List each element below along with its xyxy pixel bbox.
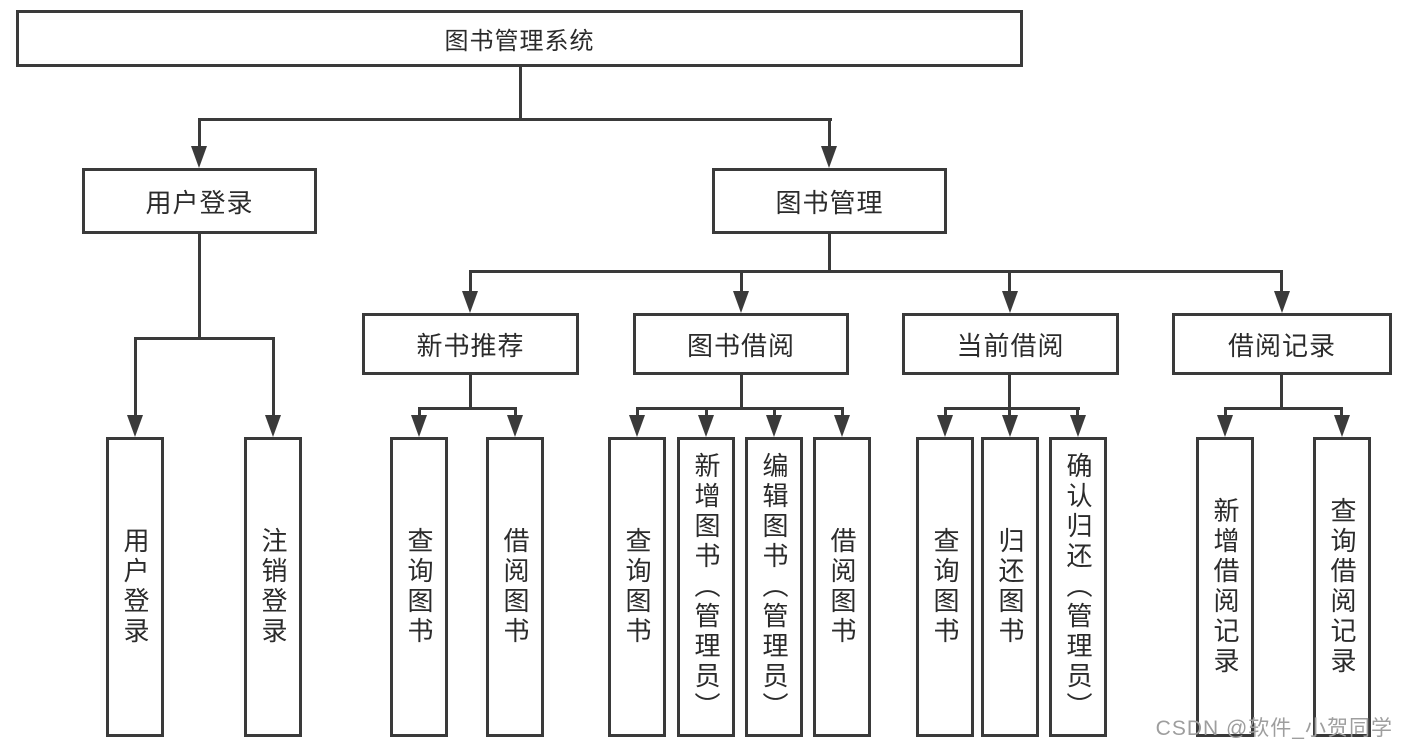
connector-line xyxy=(1008,270,1011,293)
arrow-down-icon xyxy=(1217,415,1233,437)
connector-line xyxy=(740,375,743,407)
connector-line xyxy=(828,118,831,150)
connector-line xyxy=(198,234,201,337)
connector-line xyxy=(198,118,832,121)
arrow-down-icon xyxy=(766,415,782,437)
leaf-borrow-query-books: 查询图书 xyxy=(608,437,666,737)
connector-line xyxy=(514,407,517,417)
leaf-add-borrow-record: 新增借阅记录 xyxy=(1196,437,1254,737)
node-library-management-system: 图书管理系统 xyxy=(16,10,1023,67)
connector-line xyxy=(134,337,137,417)
csdn-watermark: CSDN @软件_小贺同学 xyxy=(1155,717,1393,740)
connector-line xyxy=(944,407,947,417)
connector-line xyxy=(469,270,472,293)
connector-line xyxy=(272,337,275,417)
node-new-book-recommendation: 新书推荐 xyxy=(362,313,579,375)
connector-line xyxy=(740,270,743,293)
connector-line xyxy=(1224,407,1343,410)
connector-line xyxy=(519,67,522,118)
leaf-user-login-label: 用户登录 xyxy=(120,527,150,647)
leaf-borrow-lend-books-label: 借阅图书 xyxy=(827,527,857,647)
leaf-add-books-admin-label: 新增图书（管理员） xyxy=(691,452,721,722)
connector-line xyxy=(1008,375,1011,407)
leaf-query-borrow-record-label: 查询借阅记录 xyxy=(1327,497,1357,677)
connector-line xyxy=(418,407,421,417)
arrow-down-icon xyxy=(191,146,207,168)
leaf-edit-books-admin: 编辑图书（管理员） xyxy=(745,437,803,737)
arrow-down-icon xyxy=(698,415,714,437)
arrow-down-icon xyxy=(733,291,749,313)
arrow-down-icon xyxy=(1002,415,1018,437)
connector-line xyxy=(944,407,1080,410)
connector-line xyxy=(1340,407,1343,417)
arrow-down-icon xyxy=(462,291,478,313)
leaf-user-login: 用户登录 xyxy=(106,437,164,737)
connector-line xyxy=(1008,407,1011,417)
node-user-login: 用户登录 xyxy=(82,168,317,234)
leaf-rec-query-books-label: 查询图书 xyxy=(404,527,434,647)
leaf-borrow-query-books-label: 查询图书 xyxy=(622,527,652,647)
connector-line xyxy=(773,407,776,417)
arrow-down-icon xyxy=(507,415,523,437)
node-book-management: 图书管理 xyxy=(712,168,947,234)
connector-line xyxy=(198,118,201,150)
arrow-down-icon xyxy=(1334,415,1350,437)
arrow-down-icon xyxy=(411,415,427,437)
leaf-edit-books-admin-label: 编辑图书（管理员） xyxy=(759,452,789,722)
arrow-down-icon xyxy=(265,415,281,437)
connector-line xyxy=(1224,407,1227,417)
connector-line xyxy=(418,407,517,410)
arrow-down-icon xyxy=(834,415,850,437)
leaf-logout-label: 注销登录 xyxy=(258,527,288,647)
arrow-down-icon xyxy=(1274,291,1290,313)
leaf-rec-borrow-books-label: 借阅图书 xyxy=(500,527,530,647)
arrow-down-icon xyxy=(1070,415,1086,437)
arrow-down-icon xyxy=(629,415,645,437)
connector-line xyxy=(469,270,1283,273)
leaf-borrow-lend-books: 借阅图书 xyxy=(813,437,871,737)
node-book-borrowing: 图书借阅 xyxy=(633,313,849,375)
arrow-down-icon xyxy=(127,415,143,437)
leaf-query-borrow-record: 查询借阅记录 xyxy=(1313,437,1371,737)
connector-line xyxy=(1280,270,1283,293)
connector-line xyxy=(636,407,639,417)
node-current-borrowing: 当前借阅 xyxy=(902,313,1119,375)
arrow-down-icon xyxy=(937,415,953,437)
leaf-add-borrow-record-label: 新增借阅记录 xyxy=(1210,497,1240,677)
leaf-add-books-admin: 新增图书（管理员） xyxy=(677,437,735,737)
leaf-rec-query-books: 查询图书 xyxy=(390,437,448,737)
connector-line xyxy=(134,337,275,340)
arrow-down-icon xyxy=(821,146,837,168)
leaf-return-books: 归还图书 xyxy=(981,437,1039,737)
leaf-return-books-label: 归还图书 xyxy=(995,527,1025,647)
leaf-current-query-books: 查询图书 xyxy=(916,437,974,737)
connector-line xyxy=(841,407,844,417)
connector-line xyxy=(636,407,844,410)
connector-line xyxy=(1280,375,1283,407)
connector-line xyxy=(828,234,831,270)
connector-line xyxy=(705,407,708,417)
connector-line xyxy=(1076,407,1079,417)
node-borrowing-records: 借阅记录 xyxy=(1172,313,1392,375)
connector-line xyxy=(469,375,472,407)
leaf-logout: 注销登录 xyxy=(244,437,302,737)
leaf-current-query-books-label: 查询图书 xyxy=(930,527,960,647)
leaf-confirm-return-admin: 确认归还（管理员） xyxy=(1049,437,1107,737)
leaf-confirm-return-admin-label: 确认归还（管理员） xyxy=(1063,452,1093,722)
leaf-rec-borrow-books: 借阅图书 xyxy=(486,437,544,737)
arrow-down-icon xyxy=(1002,291,1018,313)
